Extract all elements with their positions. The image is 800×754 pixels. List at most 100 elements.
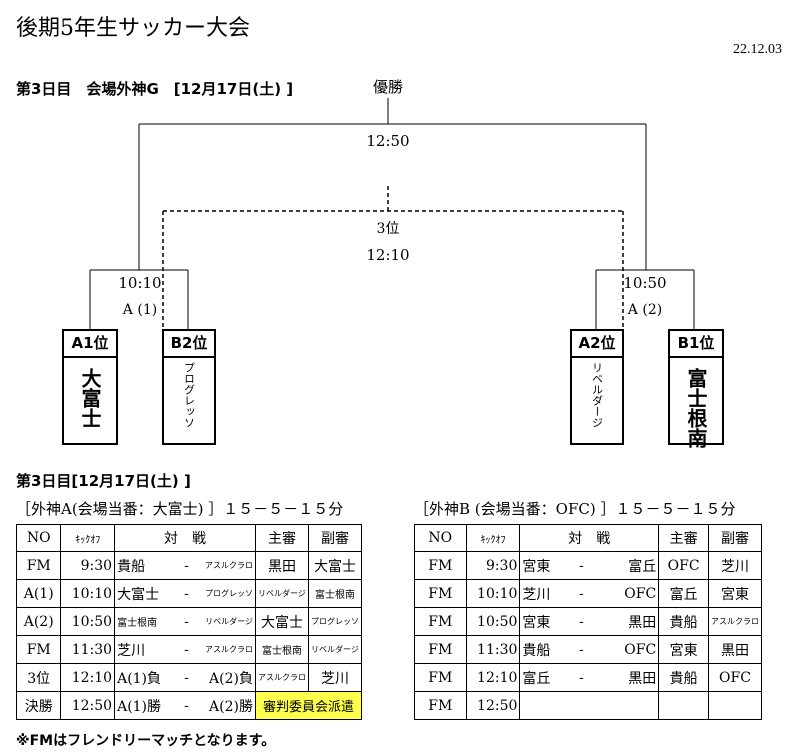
main-referee: アスルクラロ <box>254 663 309 692</box>
team-box-b2: B2位 プログレッソ <box>162 329 216 445</box>
header-no: NO <box>15 524 62 552</box>
left-semi-match: A (1) <box>122 302 158 318</box>
main-referee: OFC <box>658 551 709 580</box>
table-row: A(2) 10:50 富士根南 - リベルダージ 大富士 プログレッソ <box>15 607 363 636</box>
team-rank: B1位 <box>670 331 722 358</box>
sub-referee: アスルクラロ <box>707 607 763 636</box>
match-no: FM <box>414 635 467 664</box>
header-sub-referee: 副審 <box>707 524 763 552</box>
main-referee: 宮東 <box>658 635 709 664</box>
table-row: FM 9:30 宮東 - 富丘 OFC 芝川 <box>414 551 763 580</box>
match-no: FM <box>15 551 62 580</box>
kickoff-time: 10:10 <box>60 579 116 608</box>
kickoff-time: 12:50 <box>60 691 116 720</box>
champion-label: 優勝 <box>372 78 403 96</box>
third-place-label: 3位 <box>376 221 400 237</box>
away-team: アスルクラロ <box>194 635 256 664</box>
home-team: 富丘 <box>519 663 564 692</box>
match-no: FM <box>15 635 62 664</box>
home-team: 芝川 <box>114 635 179 664</box>
kickoff-time: 12:50 <box>465 691 521 720</box>
match-no: FM <box>414 607 467 636</box>
table-row: FM 10:10 芝川 - OFC 富丘 宮東 <box>414 579 763 608</box>
venue-a-title: ［外神A(会場当番：大富士) ］１５－５－１５分 <box>16 500 344 518</box>
venue-b-title: ［外神B (会場当番：OFC) ］１５－５－１５分 <box>414 500 736 518</box>
team-rank: A1位 <box>64 331 116 358</box>
day3-venue-header: 第3日目 会場外神G [12月17日(土) ] <box>16 80 294 98</box>
third-place-time: 12:10 <box>366 246 410 264</box>
referee-dispatch-note: 審判委員会派遣 <box>254 691 363 720</box>
away-team: 富丘 <box>599 551 660 580</box>
away-team: A(2)負 <box>194 663 256 692</box>
away-team: 黒田 <box>599 607 660 636</box>
home-team: 宮東 <box>519 551 564 580</box>
sub-referee: 富士根南 <box>307 579 363 608</box>
kickoff-time: 11:30 <box>465 635 521 664</box>
main-referee <box>658 691 709 720</box>
team-box-b1: B1位 富士根南 <box>668 329 724 448</box>
left-semi-time: 10:10 <box>118 274 162 292</box>
match-no: 3位 <box>15 663 62 692</box>
sub-referee <box>707 691 763 720</box>
sub-referee: 芝川 <box>307 663 363 692</box>
main-referee: リベルダージ <box>254 579 309 608</box>
header-main-referee: 主審 <box>254 524 309 552</box>
main-referee: 富士根南 <box>254 635 309 664</box>
main-referee: 貴船 <box>658 607 709 636</box>
vs-dash: - <box>178 607 195 636</box>
venue-a-table: NO ｷｯｸｵﾌ 対 戦 主審 副審 FM 9:30 貴船 - アスルクラロ 黒… <box>15 524 363 720</box>
kickoff-time: 9:30 <box>60 551 116 580</box>
away-team: OFC <box>599 579 660 608</box>
header-match: 対 戦 <box>114 524 256 552</box>
kickoff-time: 10:10 <box>465 579 521 608</box>
header-kickoff: ｷｯｸｵﾌ <box>465 524 521 552</box>
vs-dash: - <box>563 663 600 692</box>
away-team: アスルクラロ <box>194 551 256 580</box>
kickoff-time: 10:50 <box>465 607 521 636</box>
venue-b-table: NO ｷｯｸｵﾌ 対 戦 主審 副審 FM 9:30 宮東 - 富丘 OFC 芝… <box>414 524 763 720</box>
vs-dash: - <box>563 551 600 580</box>
document-date: 22.12.03 <box>733 42 782 57</box>
empty-match <box>519 691 660 720</box>
table-row: A(1) 10:10 大富士 - プログレッソ リベルダージ 富士根南 <box>15 579 363 608</box>
home-team: 大富士 <box>114 579 179 608</box>
table-row: 決勝 12:50 A(1)勝 - A(2)勝 審判委員会派遣 <box>15 691 363 720</box>
home-team: A(1)勝 <box>114 691 179 720</box>
header-main-referee: 主審 <box>658 524 709 552</box>
kickoff-time: 11:30 <box>60 635 116 664</box>
team-name: 富士根南 <box>684 368 708 448</box>
team-box-a2: A2位 リベルダージ <box>570 329 624 445</box>
team-name: プログレッソ <box>182 362 196 428</box>
team-name: リベルダージ <box>590 362 604 428</box>
vs-dash: - <box>178 635 195 664</box>
team-rank: B2位 <box>164 331 214 358</box>
header-no: NO <box>414 524 467 552</box>
sub-referee: リベルダージ <box>307 635 363 664</box>
table-row: 3位 12:10 A(1)負 - A(2)負 アスルクラロ 芝川 <box>15 663 363 692</box>
match-no: A(2) <box>15 607 62 636</box>
home-team: 貴船 <box>114 551 179 580</box>
away-team: OFC <box>599 635 660 664</box>
sub-referee: 黒田 <box>707 635 763 664</box>
match-no: A(1) <box>15 579 62 608</box>
vs-dash: - <box>178 691 195 720</box>
sub-referee: OFC <box>707 663 763 692</box>
match-no: FM <box>414 663 467 692</box>
match-no: FM <box>414 579 467 608</box>
header-match: 対 戦 <box>519 524 660 552</box>
away-team: プログレッソ <box>194 579 256 608</box>
vs-dash: - <box>563 579 600 608</box>
kickoff-time: 12:10 <box>465 663 521 692</box>
away-team: A(2)勝 <box>194 691 256 720</box>
away-team: 黒田 <box>599 663 660 692</box>
page-title: 後期5年生サッカー大会 <box>16 16 250 41</box>
table-row: FM 12:50 <box>414 691 763 720</box>
right-semi-time: 10:50 <box>623 274 667 292</box>
friendly-match-note: ※FMはフレンドリーマッチとなります。 <box>16 733 276 749</box>
main-referee: 黒田 <box>254 551 309 580</box>
home-team: 宮東 <box>519 607 564 636</box>
match-no: FM <box>414 551 467 580</box>
kickoff-time: 9:30 <box>465 551 521 580</box>
sub-referee: 宮東 <box>707 579 763 608</box>
vs-dash: - <box>563 635 600 664</box>
